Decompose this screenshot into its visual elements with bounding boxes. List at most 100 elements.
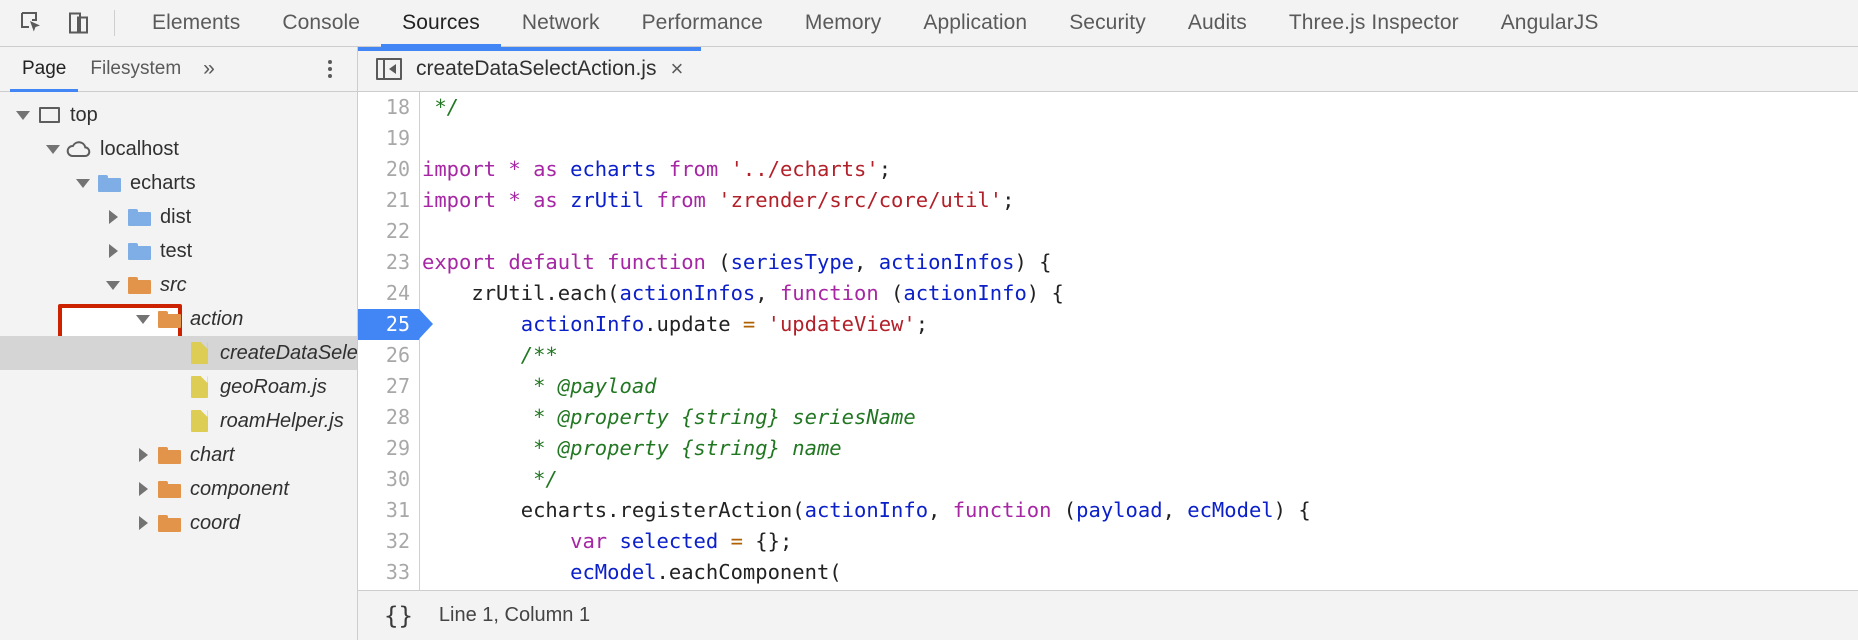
- tree-item-label: createDataSelectAction.js: [220, 341, 357, 364]
- chevron-right-icon[interactable]: [132, 482, 154, 496]
- chevron-down-icon[interactable]: [132, 314, 154, 324]
- file-icon: [184, 376, 214, 398]
- tree-item-dist[interactable]: dist: [0, 200, 357, 234]
- line-number[interactable]: 23: [385, 250, 410, 274]
- tree-item-label: dist: [160, 205, 192, 228]
- code-line[interactable]: import * as zrUtil from 'zrender/src/cor…: [422, 188, 1015, 212]
- panel-tab-sources[interactable]: Sources: [381, 0, 501, 47]
- chevron-right-icon[interactable]: [132, 516, 154, 530]
- panel-tab-three-js-inspector[interactable]: Three.js Inspector: [1268, 0, 1480, 46]
- code-editor[interactable]: 181920212223242526272829303132333435 */ …: [358, 92, 1858, 590]
- code-line[interactable]: import * as echarts from '../echarts';: [422, 157, 892, 181]
- code-line[interactable]: /**: [520, 343, 558, 367]
- code-content[interactable]: */ import * as echarts from '../echarts'…: [420, 92, 1858, 590]
- tree-item-coord[interactable]: coord: [0, 506, 357, 540]
- line-number[interactable]: 32: [385, 529, 410, 553]
- panel-tab-label: Console: [282, 11, 361, 34]
- tree-item-label: chart: [190, 443, 235, 466]
- folder-icon: [124, 208, 154, 226]
- code-line[interactable]: [422, 123, 1858, 154]
- inspect-element-icon[interactable]: [14, 6, 48, 40]
- line-number[interactable]: 34: [358, 588, 419, 590]
- tree-item-echarts[interactable]: echarts: [0, 166, 357, 200]
- code-line[interactable]: * @payload: [533, 374, 657, 398]
- tree-item-action[interactable]: action: [0, 302, 357, 336]
- navigator-tab-filesystem[interactable]: Filesystem: [78, 47, 193, 91]
- code-line[interactable]: ecModel.eachComponent(: [570, 560, 842, 584]
- line-number[interactable]: 31: [385, 498, 410, 522]
- line-number[interactable]: 24: [385, 281, 410, 305]
- chevron-down-icon[interactable]: [42, 144, 64, 154]
- panel-tab-label: Application: [923, 11, 1028, 34]
- line-number[interactable]: 21: [385, 188, 410, 212]
- panel-tab-performance[interactable]: Performance: [621, 0, 784, 46]
- tree-item-createdataselectaction-js[interactable]: createDataSelectAction.js: [0, 336, 357, 370]
- tree-item-label: geoRoam.js: [220, 375, 327, 398]
- tree-item-localhost[interactable]: localhost: [0, 132, 357, 166]
- panel-tab-label: Three.js Inspector: [1288, 11, 1459, 34]
- line-number[interactable]: 20: [385, 157, 410, 181]
- code-line[interactable]: {mainType: 'series', subType: seriesType…: [422, 588, 1858, 590]
- code-line[interactable]: actionInfo.update = 'updateView';: [520, 312, 929, 336]
- code-line[interactable]: echarts.registerAction(actionInfo, funct…: [422, 498, 1311, 522]
- code-line[interactable]: var selected = {};: [570, 529, 793, 553]
- code-line[interactable]: */: [533, 467, 558, 491]
- tree-item-label: roamHelper.js: [220, 409, 344, 432]
- chevron-down-icon[interactable]: [12, 110, 34, 120]
- panel-tab-console[interactable]: Console: [261, 0, 381, 46]
- tree-item-roamhelper-js[interactable]: roamHelper.js: [0, 404, 357, 438]
- chevron-right-icon[interactable]: [132, 448, 154, 462]
- panel-tab-security[interactable]: Security: [1048, 0, 1167, 46]
- editor-tab-label: createDataSelectAction.js: [416, 57, 657, 80]
- line-number[interactable]: 27: [385, 374, 410, 398]
- line-number[interactable]: 22: [385, 219, 410, 243]
- panel-tab-memory[interactable]: Memory: [784, 0, 902, 46]
- chevron-right-icon[interactable]: [102, 210, 124, 224]
- panel-tab-label: Memory: [804, 11, 882, 34]
- navigator-tab-page[interactable]: Page: [10, 47, 79, 92]
- code-line[interactable]: * @property {string} name: [533, 436, 842, 460]
- kebab-menu-icon[interactable]: [319, 57, 341, 81]
- line-number[interactable]: 28: [385, 405, 410, 429]
- panel-tab-network[interactable]: Network: [501, 0, 621, 46]
- line-number[interactable]: 18: [385, 95, 410, 119]
- folder-icon: [124, 276, 154, 294]
- device-toolbar-icon[interactable]: [62, 6, 96, 40]
- tree-item-component[interactable]: component: [0, 472, 357, 506]
- code-line[interactable]: [422, 216, 1858, 247]
- toolbar-divider: [114, 10, 115, 36]
- tree-item-georoam-js[interactable]: geoRoam.js: [0, 370, 357, 404]
- show-navigator-icon[interactable]: [376, 58, 402, 80]
- chevron-down-icon[interactable]: [102, 280, 124, 290]
- tree-item-chart[interactable]: chart: [0, 438, 357, 472]
- panel-tab-application[interactable]: Application: [902, 0, 1048, 46]
- code-line[interactable]: */: [434, 95, 460, 119]
- chevron-down-icon[interactable]: [72, 178, 94, 188]
- tree-item-label: action: [190, 307, 244, 330]
- code-line[interactable]: * @property {string} seriesName: [533, 405, 916, 429]
- chevron-right-icon[interactable]: [102, 244, 124, 258]
- navigator-tab-page-label: Page: [22, 58, 67, 79]
- editor-tab-createdataselectaction[interactable]: createDataSelectAction.js ×: [358, 47, 702, 91]
- line-number[interactable]: 30: [385, 467, 410, 491]
- tree-item-test[interactable]: test: [0, 234, 357, 268]
- pretty-print-icon[interactable]: {}: [384, 601, 413, 630]
- tree-item-label: test: [160, 239, 193, 262]
- code-line[interactable]: zrUtil.each(actionInfos, function (actio…: [422, 281, 1064, 305]
- tree-item-label: src: [160, 273, 187, 296]
- code-line[interactable]: export default function (seriesType, act…: [422, 250, 1052, 274]
- navigator-more-tabs-icon[interactable]: »: [203, 57, 215, 80]
- breakpoint-marker[interactable]: 25: [358, 309, 433, 340]
- line-number[interactable]: 33: [385, 560, 410, 584]
- line-number[interactable]: 26: [385, 343, 410, 367]
- panel-tab-audits[interactable]: Audits: [1167, 0, 1268, 46]
- tree-item-src[interactable]: src: [0, 268, 357, 302]
- line-number-gutter[interactable]: 181920212223242526272829303132333435: [358, 92, 433, 590]
- tree-item-top[interactable]: top: [0, 98, 357, 132]
- close-icon[interactable]: ×: [670, 56, 684, 81]
- line-number[interactable]: 29: [385, 436, 410, 460]
- line-number[interactable]: 19: [385, 126, 410, 150]
- panel-tab-angularjs[interactable]: AngularJS: [1480, 0, 1620, 46]
- panel-tab-elements[interactable]: Elements: [131, 0, 261, 46]
